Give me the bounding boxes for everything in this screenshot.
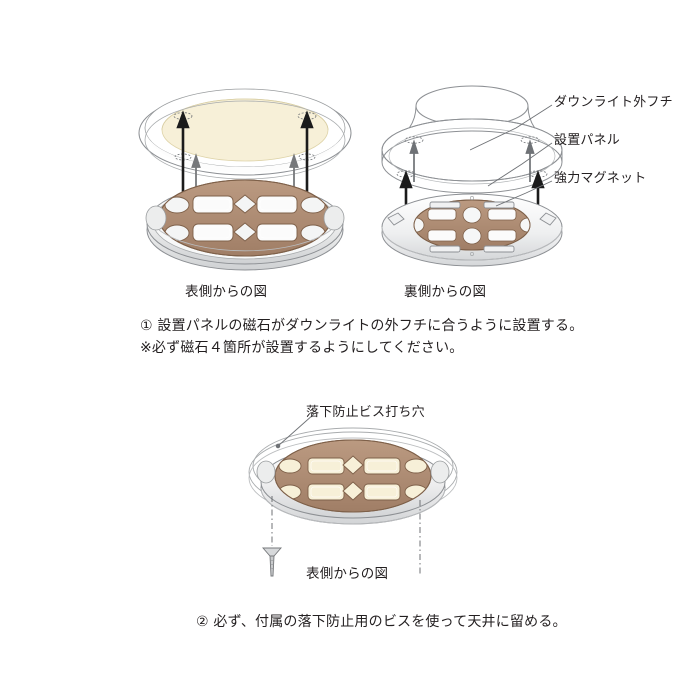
downlight-opening bbox=[138, 88, 352, 180]
panel-lattice bbox=[278, 455, 428, 501]
caption-front-view-bottom: 表側からの図 bbox=[306, 566, 389, 582]
instruction-step2: ② 必ず、付属の落下防止用のビスを使って天井に留める。 bbox=[196, 614, 567, 630]
assembly-arrows bbox=[176, 110, 314, 200]
callout-screw-hole: 落下防止ビス打ち穴 bbox=[306, 405, 425, 420]
magnet-pads bbox=[387, 201, 557, 253]
downlight-cone-wireframe bbox=[381, 85, 563, 194]
leader-installation-panel bbox=[487, 142, 553, 187]
instruction-step1-line2: ※必ず磁石４箇所が設置するようにしてください。 bbox=[140, 340, 464, 356]
fall-prevention-screw bbox=[262, 547, 282, 577]
figure-installed-front-view bbox=[248, 413, 458, 577]
leader-screw-hole bbox=[275, 413, 315, 449]
installation-panel-rear bbox=[381, 193, 563, 267]
leader-strong-magnet bbox=[495, 180, 553, 207]
callout-installation-panel: 設置パネル bbox=[554, 133, 621, 148]
caption-front-view-top: 表側からの図 bbox=[185, 284, 268, 300]
callout-downlight-rim: ダウンライト外フチ bbox=[554, 95, 673, 110]
caption-rear-view-top: 裏側からの図 bbox=[404, 284, 487, 300]
panel-magnet-tabs bbox=[145, 205, 345, 231]
callout-leader-lines bbox=[470, 104, 553, 207]
screw-axis-lines bbox=[271, 496, 421, 576]
instruction-step1-line1: ① 設置パネルの磁石がダウンライトの外フチに合うように設置する。 bbox=[140, 318, 584, 334]
screw-hole-bosses bbox=[256, 460, 450, 484]
callout-strong-magnet: 強力マグネット bbox=[554, 171, 647, 186]
leader-downlight-rim bbox=[470, 104, 553, 151]
figure-rear-view-exploded bbox=[381, 85, 563, 267]
installation-panel-front bbox=[145, 179, 345, 271]
installed-panel bbox=[256, 439, 450, 525]
panel-lattice bbox=[164, 194, 326, 242]
figure-front-view-exploded bbox=[138, 88, 352, 271]
